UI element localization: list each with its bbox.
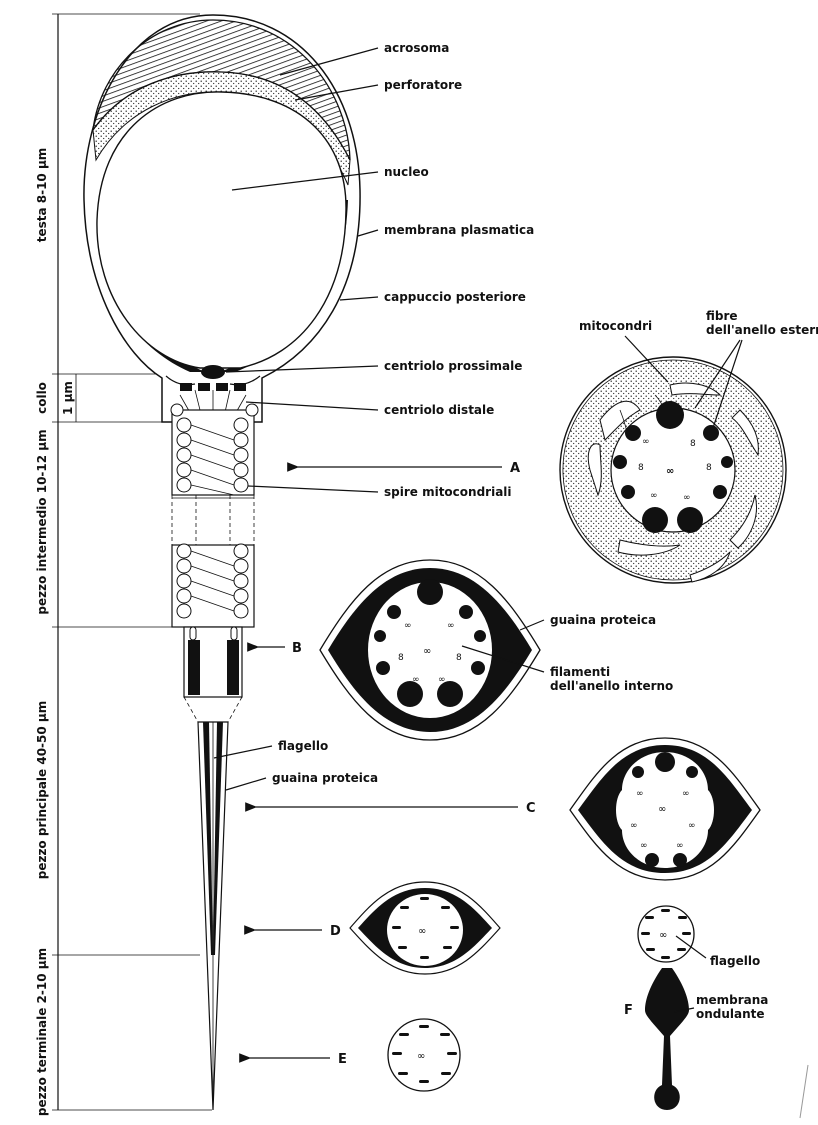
- label-membrana: membrana: [696, 993, 768, 1007]
- label-ondulante: ondulante: [696, 1007, 765, 1021]
- principal-piece: [184, 627, 242, 1110]
- cross-section-d: ∞: [350, 882, 500, 974]
- svg-text:∞: ∞: [682, 789, 690, 799]
- section-label-e: E: [338, 1052, 347, 1067]
- testa-dimension: testa 8-10 μm: [35, 148, 49, 243]
- svg-text:∞: ∞: [666, 466, 674, 477]
- svg-text:8: 8: [638, 463, 644, 473]
- label-flagello: flagello: [278, 739, 328, 753]
- pezzo-intermedio-dimension: pezzo intermedio 10-12 μm: [35, 429, 49, 614]
- section-label-a: A: [510, 461, 520, 476]
- svg-text:∞: ∞: [650, 491, 658, 501]
- cross-section-f: ∞ flagello membrana ondulante: [638, 906, 768, 1110]
- svg-text:∞: ∞: [676, 841, 684, 851]
- svg-text:∞: ∞: [659, 930, 667, 941]
- svg-text:∞: ∞: [438, 675, 446, 685]
- cross-section-b: ∞ ∞ ∞ 8 8 ∞ ∞ guaina proteica filamenti …: [320, 560, 673, 740]
- label-nucleo: nucleo: [384, 165, 429, 179]
- label-anello-interno: dell'anello interno: [550, 679, 673, 693]
- svg-text:∞: ∞: [418, 926, 426, 937]
- svg-text:∞: ∞: [412, 675, 420, 685]
- label-mitocondri: mitocondri: [579, 319, 652, 333]
- label-fibre: fibre: [706, 309, 738, 323]
- sperm-head: [84, 15, 360, 422]
- collo-size: 1 μm: [61, 381, 75, 415]
- label-acrosoma: acrosoma: [384, 41, 449, 55]
- nucleus: [97, 92, 346, 368]
- svg-text:∞: ∞: [640, 841, 648, 851]
- label-filamenti: filamenti: [550, 665, 610, 679]
- tail-labels: flagello guaina proteica: [214, 739, 378, 790]
- label-perforatore: perforatore: [384, 78, 462, 92]
- svg-text:∞: ∞: [423, 646, 431, 657]
- svg-text:∞: ∞: [404, 621, 412, 631]
- section-label-c: C: [526, 801, 536, 816]
- svg-text:∞: ∞: [630, 821, 638, 831]
- label-spire-mitocondriali: spire mitocondriali: [384, 485, 512, 499]
- label-centriolo-distale: centriolo distale: [384, 403, 494, 417]
- svg-text:8: 8: [456, 653, 462, 663]
- svg-text:∞: ∞: [683, 493, 691, 503]
- section-arrows: A B C D E F: [250, 461, 633, 1067]
- svg-text:8: 8: [706, 463, 712, 473]
- cross-section-e: ∞: [388, 1019, 460, 1091]
- collo-dimension: collo: [35, 382, 49, 414]
- svg-text:∞: ∞: [688, 821, 696, 831]
- svg-text:∞: ∞: [642, 437, 650, 447]
- label-flagello-f: flagello: [710, 954, 760, 968]
- label-guaina-proteica-b: guaina proteica: [550, 613, 656, 627]
- cross-section-c: ∞ ∞ ∞ ∞ ∞ ∞ ∞: [570, 738, 760, 880]
- pezzo-terminale-dimension: pezzo terminale 2-10 μm: [35, 948, 49, 1116]
- svg-text:∞: ∞: [658, 804, 666, 815]
- svg-text:∞: ∞: [417, 1051, 425, 1062]
- svg-text:8: 8: [690, 439, 696, 449]
- section-label-b: B: [292, 641, 302, 656]
- proximal-centriole: [201, 365, 225, 379]
- svg-text:∞: ∞: [636, 789, 644, 799]
- label-membrana-plasmatica: membrana plasmatica: [384, 223, 534, 237]
- section-label-d: D: [330, 924, 341, 939]
- label-cappuccio-posteriore: cappuccio posteriore: [384, 290, 526, 304]
- label-centriolo-prossimale: centriolo prossimale: [384, 359, 522, 373]
- section-label-f: F: [624, 1003, 633, 1018]
- svg-text:8: 8: [398, 653, 404, 663]
- pezzo-principale-dimension: pezzo principale 40-50 μm: [35, 701, 49, 880]
- label-anello-esterno: dell'anello esterno: [706, 323, 818, 337]
- label-guaina-proteica: guaina proteica: [272, 771, 378, 785]
- cross-section-a: ∞ ∞ 8 8 8 ∞ ∞ mitocondri fibre dell'anel…: [560, 309, 818, 583]
- middle-piece: [171, 390, 258, 627]
- svg-text:∞: ∞: [447, 621, 455, 631]
